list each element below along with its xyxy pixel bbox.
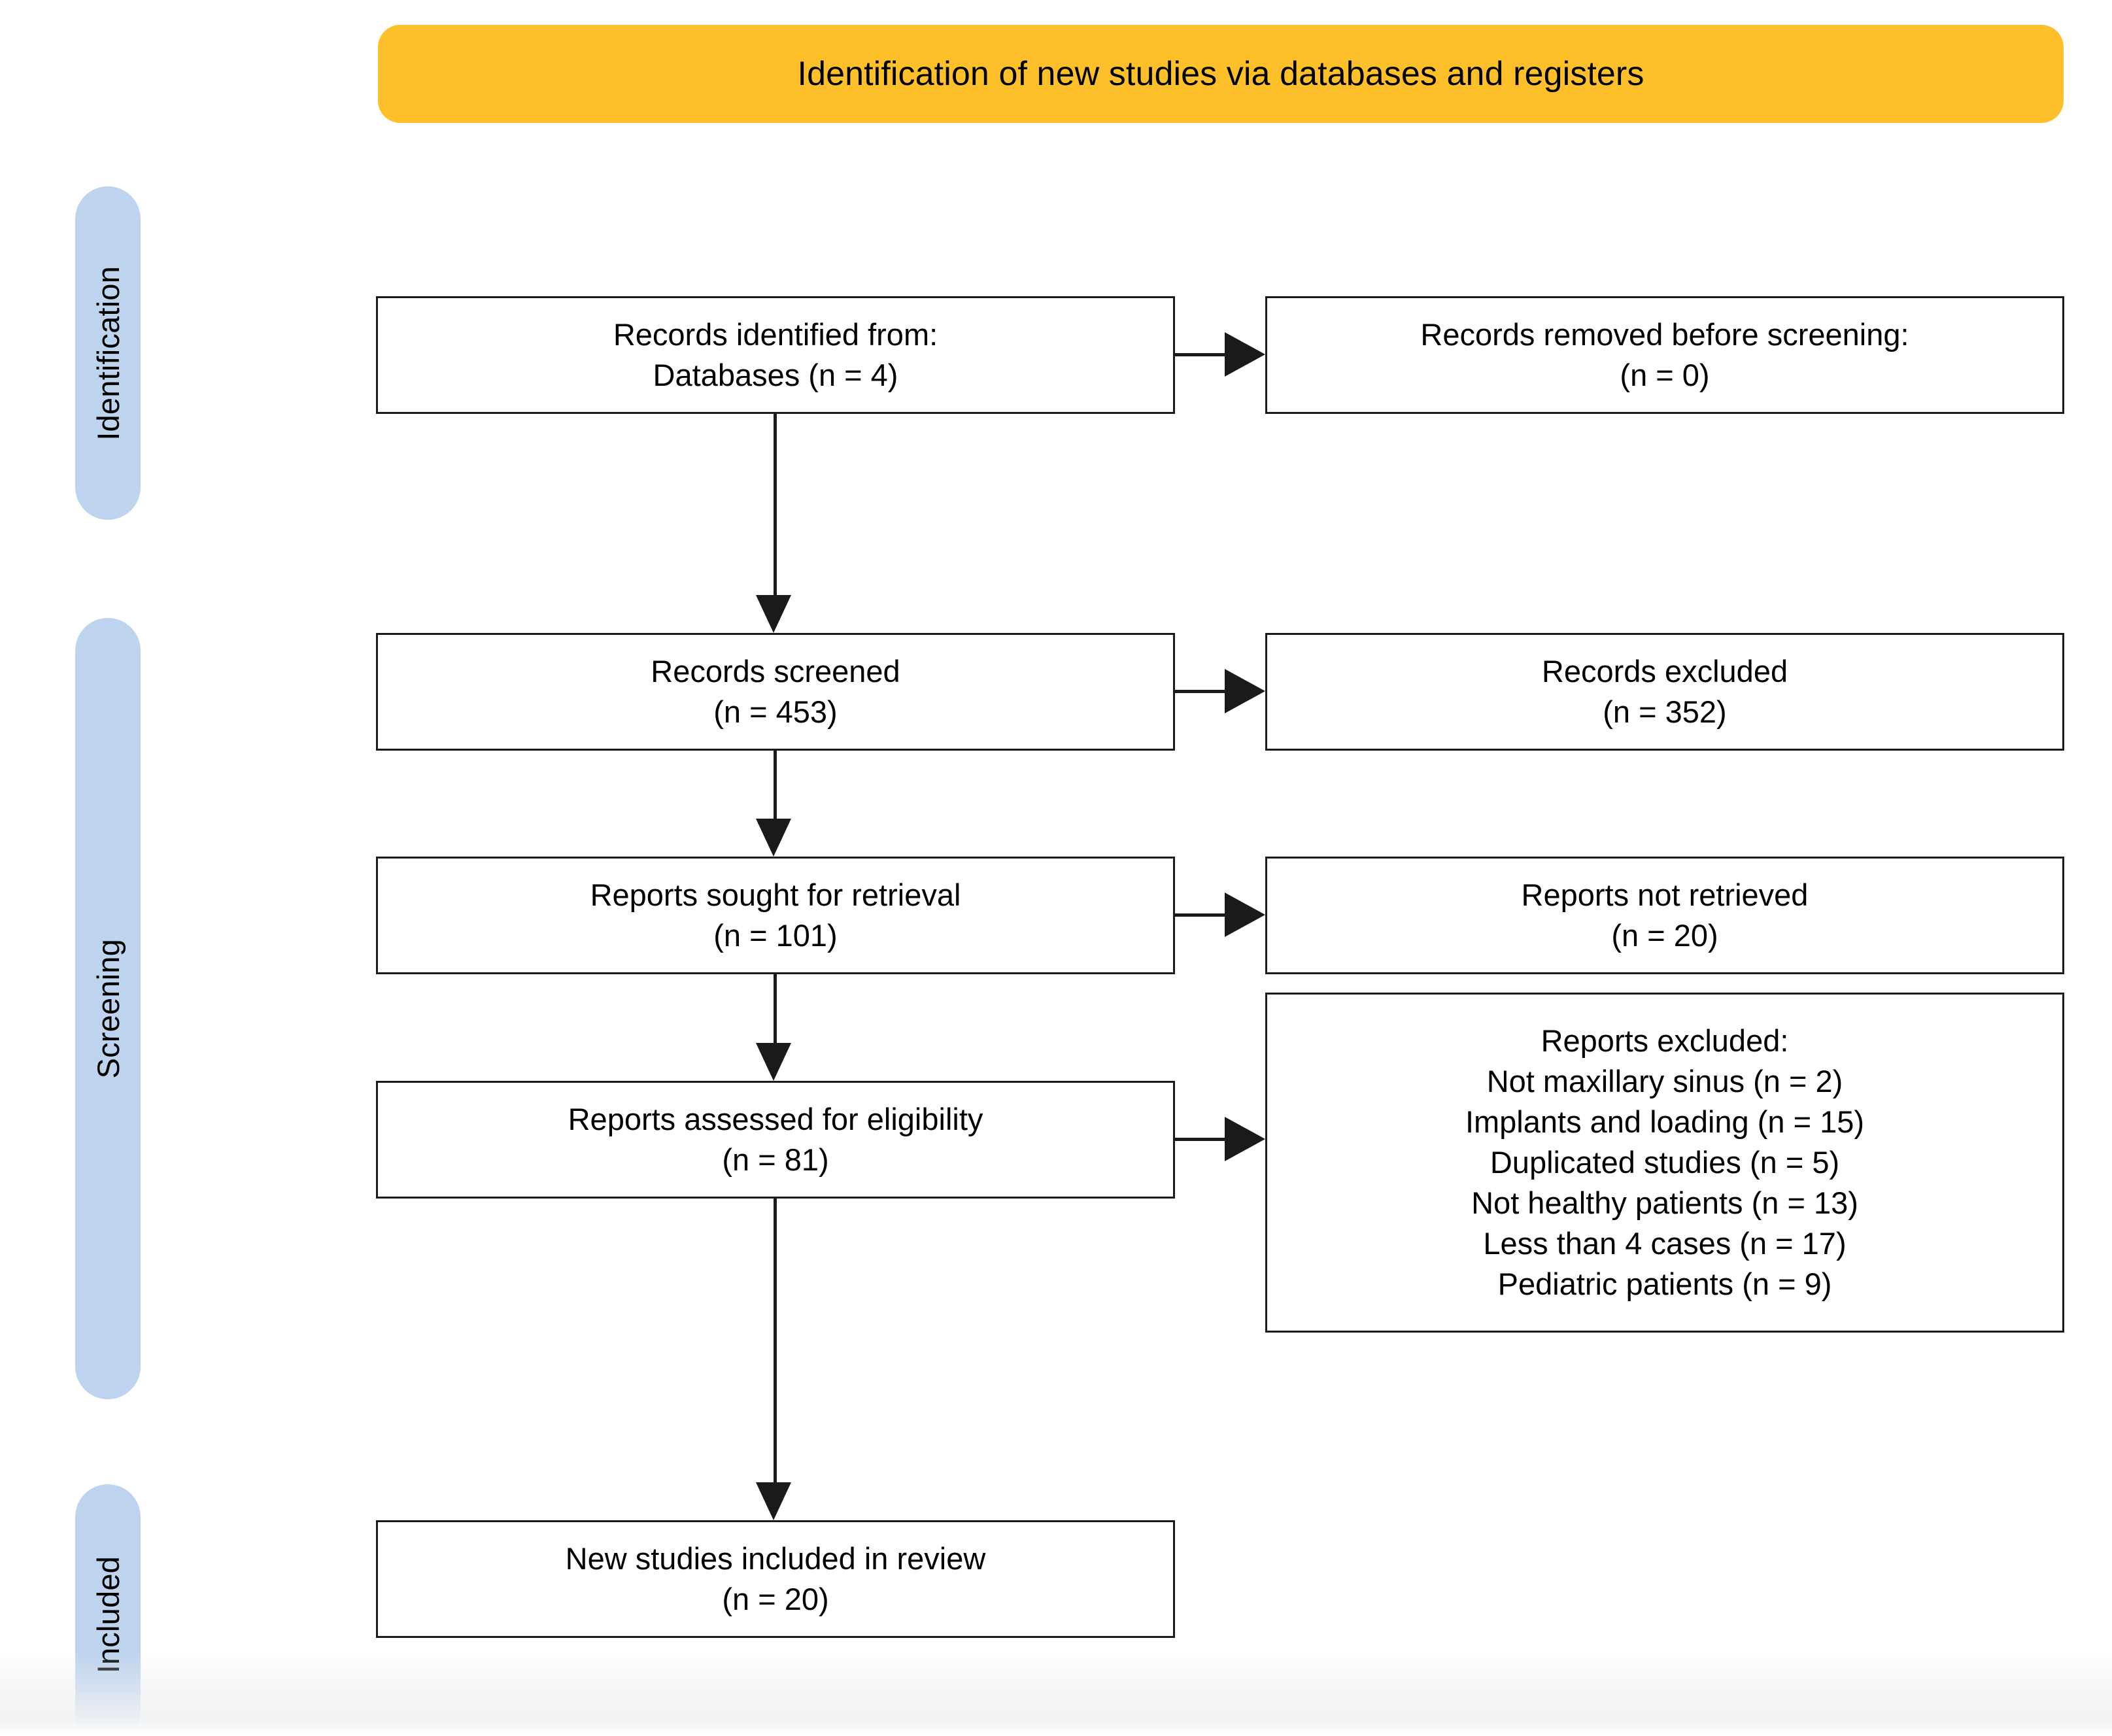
box-line: (n = 20): [1611, 918, 1718, 953]
stage-pill-screening: Screening: [75, 618, 141, 1399]
stage-pill-included: Included: [75, 1484, 141, 1736]
arrowhead-identified-to-screened: [756, 595, 791, 633]
box-reports-not-retrieved: Reports not retrieved (n = 20): [1265, 857, 2064, 974]
exclusion-reason: Not maxillary sinus (n = 2): [1486, 1063, 1843, 1098]
connector-identified-to-removed: [1175, 353, 1225, 356]
box-heading: Reports excluded:: [1541, 1023, 1789, 1058]
box-line: (n = 352): [1603, 694, 1727, 729]
box-records-screened: Records screened (n = 453): [376, 633, 1175, 751]
banner-title: Identification of new studies via databa…: [797, 55, 1644, 93]
box-reports-excluded-with-reasons: Reports excluded: Not maxillary sinus (n…: [1265, 993, 2064, 1333]
box-line: (n = 20): [722, 1582, 829, 1616]
exclusion-reason: Less than 4 cases (n = 17): [1483, 1226, 1847, 1261]
connector-assessed-to-reportsexcluded: [1175, 1138, 1225, 1141]
box-line: Records identified from:: [613, 316, 938, 352]
box-new-studies-included-in-review: New studies included in review (n = 20): [376, 1520, 1175, 1638]
box-line: Databases (n = 4): [653, 358, 898, 392]
exclusion-reason: Pediatric patients (n = 9): [1497, 1267, 1832, 1302]
box-line: Records removed before screening:: [1420, 316, 1909, 352]
box-line: (n = 453): [713, 694, 838, 729]
box-line: (n = 0): [1620, 358, 1710, 392]
box-reports-sought-for-retrieval: Reports sought for retrieval (n = 101): [376, 857, 1175, 974]
box-line: (n = 81): [722, 1142, 829, 1177]
arrowhead-sought-to-notretrieved: [1225, 893, 1265, 937]
arrowhead-sought-to-assessed: [756, 1043, 791, 1081]
identification-banner: Identification of new studies via databa…: [378, 25, 2064, 123]
exclusion-reason: Not healthy patients (n = 13): [1471, 1185, 1858, 1221]
connector-sought-to-assessed: [774, 974, 777, 1043]
box-records-excluded: Records excluded (n = 352): [1265, 633, 2064, 751]
connector-assessed-to-included: [774, 1199, 777, 1482]
exclusion-reason: Duplicated studies (n = 5): [1490, 1144, 1840, 1180]
bottom-fade: [0, 1651, 2112, 1736]
arrowhead-assessed-to-included: [756, 1482, 791, 1520]
box-records-identified: Records identified from: Databases (n = …: [376, 296, 1175, 414]
box-line: Reports assessed for eligibility: [568, 1101, 983, 1136]
arrowhead-screened-to-sought: [756, 819, 791, 857]
box-line: Reports sought for retrieval: [590, 877, 961, 912]
box-line: New studies included in review: [565, 1540, 986, 1576]
connector-sought-to-notretrieved: [1175, 913, 1225, 917]
box-line: (n = 101): [713, 918, 838, 953]
box-line: Reports not retrieved: [1521, 877, 1809, 912]
box-line: Records excluded: [1541, 653, 1788, 689]
connector-screened-to-excluded: [1175, 690, 1225, 693]
box-records-removed-before-screening: Records removed before screening: (n = 0…: [1265, 296, 2064, 414]
connector-identified-to-screened: [774, 414, 777, 595]
exclusion-reason: Implants and loading (n = 15): [1465, 1104, 1865, 1139]
arrowhead-assessed-to-reportsexcluded: [1225, 1117, 1265, 1161]
stage-label-identification: Identification: [90, 265, 126, 441]
connector-screened-to-sought: [774, 751, 777, 819]
stage-label-included: Included: [90, 1556, 126, 1674]
stage-label-screening: Screening: [90, 938, 126, 1079]
box-reports-assessed-for-eligibility: Reports assessed for eligibility (n = 81…: [376, 1081, 1175, 1199]
arrowhead-screened-to-excluded: [1225, 669, 1265, 713]
box-line: Records screened: [651, 653, 900, 689]
stage-pill-identification: Identification: [75, 186, 141, 520]
arrowhead-identified-to-removed: [1225, 332, 1265, 377]
